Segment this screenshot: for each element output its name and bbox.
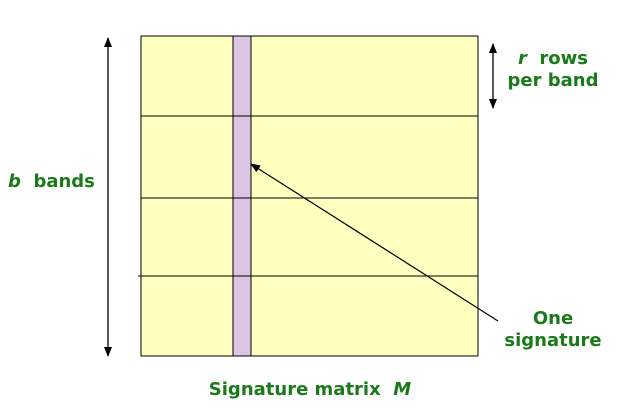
matrix-variable: M bbox=[393, 379, 412, 400]
rows-per-band-label: r rows per band bbox=[498, 48, 608, 92]
signature-matrix bbox=[140, 35, 479, 357]
rows-label-line2: per band bbox=[507, 70, 599, 91]
matrix-label-text: Signature matrix bbox=[208, 379, 381, 400]
signature-column bbox=[232, 35, 252, 357]
bands-label: b bands bbox=[8, 171, 95, 193]
bands-word: bands bbox=[33, 171, 95, 192]
rows-label-line1: r rows bbox=[498, 48, 608, 70]
bands-variable: b bbox=[8, 171, 21, 192]
rows-word: rows bbox=[539, 48, 589, 69]
signature-label-line1: One bbox=[532, 308, 574, 329]
signature-matrix-label: Signature matrix M bbox=[160, 379, 460, 401]
one-signature-label: One signature bbox=[488, 308, 618, 352]
rows-variable: r bbox=[517, 48, 527, 69]
signature-pointer-arrow bbox=[250, 163, 499, 322]
signature-label-line2: signature bbox=[504, 330, 602, 351]
